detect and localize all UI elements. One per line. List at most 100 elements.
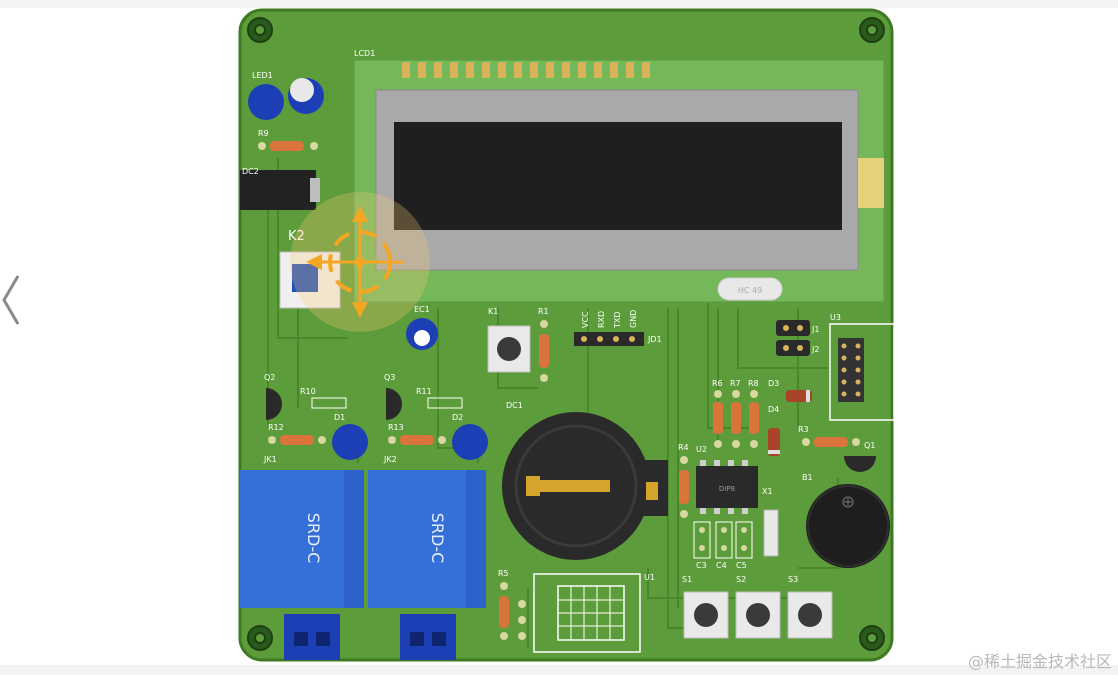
dc1-label: DC1 bbox=[506, 401, 523, 410]
ec1-label: EC1 bbox=[414, 305, 430, 314]
resistor-r4 bbox=[679, 456, 689, 518]
q1-label: Q1 bbox=[864, 441, 875, 450]
diode-d4 bbox=[768, 428, 780, 456]
led-d2 bbox=[452, 424, 488, 460]
button-s1 bbox=[683, 591, 729, 639]
capacitors-c3-c5 bbox=[693, 521, 753, 559]
resistor-r12 bbox=[268, 435, 326, 445]
led1 bbox=[248, 78, 324, 120]
k1-label: K1 bbox=[488, 307, 498, 316]
jumper-j2 bbox=[776, 340, 810, 356]
c5-label: C5 bbox=[736, 561, 747, 570]
resistor-r3 bbox=[802, 437, 860, 447]
crystal-hc49 bbox=[717, 277, 783, 301]
pcb-traces bbox=[267, 158, 839, 648]
q3-label: Q3 bbox=[384, 373, 395, 382]
r8-label: R8 bbox=[748, 379, 759, 388]
u2-label: U2 bbox=[696, 445, 707, 454]
d3-label: D3 bbox=[768, 379, 779, 388]
led-d1 bbox=[332, 424, 368, 460]
button-k1 bbox=[487, 325, 531, 373]
bottom-strip bbox=[0, 665, 1118, 675]
jd1-label: JD1 bbox=[647, 335, 662, 344]
b1-label: B1 bbox=[802, 473, 813, 482]
c3-label: C3 bbox=[696, 561, 707, 570]
jk1-label: JK1 bbox=[263, 455, 277, 464]
relay-jk2 bbox=[368, 470, 486, 608]
r1-label: R1 bbox=[538, 307, 549, 316]
dip8-label: DIP8 bbox=[719, 485, 735, 493]
relay1-text: SRD-C bbox=[304, 513, 323, 564]
r6-label: R6 bbox=[712, 379, 723, 388]
k2-label: K2 bbox=[288, 229, 305, 244]
resistor-r11 bbox=[427, 397, 463, 409]
r13-label: R13 bbox=[388, 423, 404, 432]
lcd-label: LCD1 bbox=[354, 49, 375, 58]
u1-label: U1 bbox=[644, 573, 655, 582]
d2-label: D2 bbox=[452, 413, 463, 422]
j2-label: J2 bbox=[811, 345, 819, 354]
s2-label: S2 bbox=[736, 575, 746, 584]
terminal-block-2 bbox=[400, 614, 456, 660]
sensor-u1 bbox=[533, 573, 641, 653]
resistor-r1 bbox=[539, 320, 549, 382]
r3-label: R3 bbox=[798, 425, 809, 434]
x1-label: X1 bbox=[762, 487, 773, 496]
crystal-x1 bbox=[763, 509, 779, 557]
buzzer-b1 bbox=[806, 484, 890, 568]
r10-label: R10 bbox=[300, 387, 316, 396]
r11-label: R11 bbox=[416, 387, 432, 396]
jk2-label: JK2 bbox=[383, 455, 397, 464]
d4-label: D4 bbox=[768, 405, 779, 414]
relay-jk1 bbox=[240, 470, 364, 608]
r12-label: R12 bbox=[268, 423, 284, 432]
s3-label: S3 bbox=[788, 575, 798, 584]
transistor-q1 bbox=[844, 456, 876, 472]
top-strip bbox=[0, 0, 1118, 8]
chevron-left-icon[interactable] bbox=[0, 272, 22, 328]
transform-gizmo[interactable] bbox=[290, 192, 430, 332]
module-u3 bbox=[829, 323, 894, 421]
pin-vcc-label: VCC bbox=[581, 311, 590, 328]
resistor-r10 bbox=[311, 397, 347, 409]
capacitor-pads bbox=[699, 527, 747, 551]
r4-label: R4 bbox=[678, 443, 689, 452]
pin-gnd-label: GND bbox=[629, 310, 638, 328]
ic-u2 bbox=[696, 460, 758, 514]
header-jd1 bbox=[574, 332, 644, 346]
lcd-module: HC 49 bbox=[353, 59, 885, 303]
mounting-holes bbox=[247, 17, 885, 651]
d1-label: D1 bbox=[334, 413, 345, 422]
led1-label: LED1 bbox=[252, 71, 273, 80]
crystal-label: HC 49 bbox=[738, 286, 762, 295]
pcb-3d-viewport[interactable]: HC 49 LCD1 LED1 R9 DC2 K2 EC1 bbox=[238, 8, 894, 664]
watermark: @稀土掘金技术社区 bbox=[967, 652, 1112, 671]
transistor-q2 bbox=[266, 388, 282, 420]
capacitor-ec1 bbox=[406, 318, 438, 350]
q2-label: Q2 bbox=[264, 373, 275, 382]
dc-jack-dc2 bbox=[240, 170, 320, 210]
button-s3 bbox=[787, 591, 833, 639]
button-s2 bbox=[735, 591, 781, 639]
relay2-text: SRD-C bbox=[428, 513, 447, 564]
resistor-r9 bbox=[258, 141, 318, 151]
coin-cell-holder bbox=[502, 412, 668, 560]
r5-label: R5 bbox=[498, 569, 509, 578]
transistor-q3 bbox=[386, 388, 402, 420]
resistor-r5 bbox=[499, 582, 526, 640]
r7-label: R7 bbox=[730, 379, 741, 388]
pin-rxd-label: RXD bbox=[597, 311, 606, 328]
dc2-label: DC2 bbox=[242, 167, 259, 176]
r9-label: R9 bbox=[258, 129, 269, 138]
jumper-j1 bbox=[776, 320, 810, 336]
s1-label: S1 bbox=[682, 575, 692, 584]
diode-d3 bbox=[786, 390, 812, 402]
lcd-screen bbox=[394, 122, 842, 230]
u3-label: U3 bbox=[830, 313, 841, 322]
lcd-header-pins bbox=[402, 62, 650, 78]
j1-label: J1 bbox=[811, 325, 819, 334]
terminal-block-1 bbox=[284, 614, 340, 660]
pin-txd-label: TXD bbox=[613, 311, 622, 329]
c4-label: C4 bbox=[716, 561, 727, 570]
resistor-r13 bbox=[388, 435, 446, 445]
